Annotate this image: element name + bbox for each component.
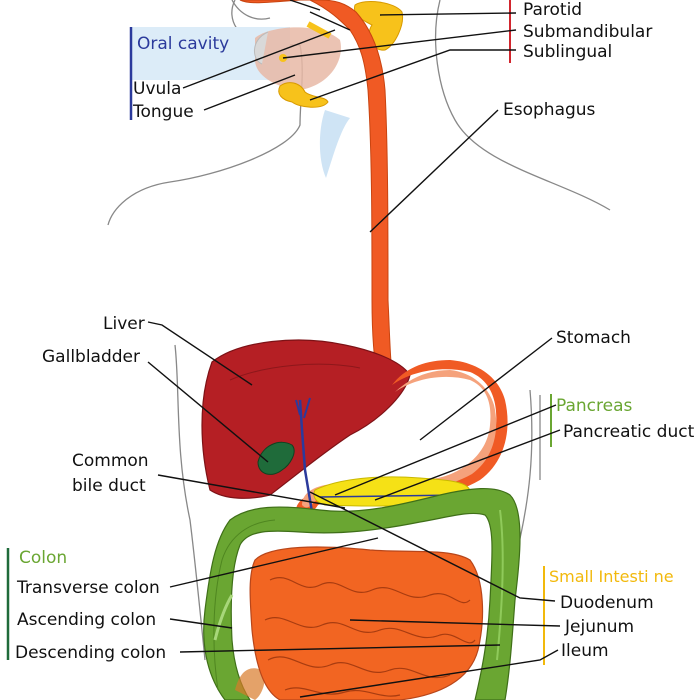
label-jejunum: Jejunum <box>564 617 634 637</box>
label-ileum: Ileum <box>561 641 609 661</box>
tongue-shape <box>255 27 341 91</box>
small-intestine-fold-2 <box>264 617 476 644</box>
leader-top <box>289 0 321 11</box>
label-sublingual: Sublingual <box>523 42 612 62</box>
small-intestine-fold-3 <box>267 656 451 679</box>
small-intestine-fold-1 <box>269 577 471 604</box>
colon-highlight-left <box>213 594 234 641</box>
leader-uvula <box>182 29 336 89</box>
body-outline-shoulder-right <box>435 0 611 211</box>
gallbladder-shape <box>257 441 295 475</box>
pharynx-shape <box>319 110 350 178</box>
leader-submandibular <box>282 29 517 59</box>
leader-ascending-colon <box>169 618 233 629</box>
label-common-bile-duct-line2: bile duct <box>72 476 146 496</box>
label-stomach: Stomach <box>556 328 631 348</box>
small-intestine-shape <box>249 546 484 700</box>
label-esophagus: Esophagus <box>503 100 596 120</box>
leader-esophagus <box>369 109 499 233</box>
label-common-bile-duct-line1: Common <box>72 451 149 471</box>
parotid-gland <box>353 1 404 51</box>
label-uvula: Uvula <box>133 79 181 99</box>
leader-throat <box>309 11 351 31</box>
label-liver: Liver <box>103 314 145 334</box>
label-gallbladder: Gallbladder <box>42 347 140 367</box>
leader-gallbladder <box>147 361 269 463</box>
liver-shape <box>201 339 411 499</box>
label-transverse-colon: Transverse colon <box>16 578 160 598</box>
colon-haustra-left <box>213 519 276 691</box>
label-small-intestine: Small Intesti ne <box>549 567 674 586</box>
leader-pancreatic-duct <box>374 429 561 501</box>
label-tongue: Tongue <box>132 102 194 122</box>
label-oral-cavity: Oral cavity <box>137 34 229 54</box>
body-outline-torso-left <box>174 344 206 661</box>
leader-descending-colon <box>179 644 501 653</box>
label-parotid: Parotid <box>523 0 582 20</box>
leader-jejunum <box>349 619 561 627</box>
leader-common-bile-duct <box>157 474 346 509</box>
bile-duct-shape <box>298 399 314 513</box>
hepatic-ducts-shape <box>295 397 311 419</box>
label-colon: Colon <box>19 548 67 568</box>
label-pancreatic-duct: Pancreatic duct <box>563 422 695 442</box>
liver-detail <box>229 363 361 381</box>
leader-duodenum <box>309 491 556 602</box>
label-pancreas: Pancreas <box>556 396 633 416</box>
label-descending-colon: Descending colon <box>15 643 166 663</box>
teeth-shape <box>254 31 269 65</box>
cecum-shape <box>235 668 265 700</box>
leader-tongue <box>203 74 296 111</box>
leader-pancreas <box>334 404 557 496</box>
label-ascending-colon: Ascending colon <box>17 610 156 630</box>
label-duodenum: Duodenum <box>560 593 654 613</box>
nose-outline <box>231 0 271 20</box>
small-intestine-fold-4 <box>284 687 401 697</box>
colon-highlight-right <box>496 509 504 661</box>
sublingual-gland <box>278 82 329 108</box>
leader-parotid <box>379 12 517 16</box>
label-submandibular: Submandibular <box>523 22 652 42</box>
leader-liver <box>147 321 253 386</box>
leader-transverse-colon <box>169 537 379 588</box>
leader-sublingual <box>309 49 516 101</box>
leader-stomach <box>419 337 553 441</box>
leader-ileum <box>299 649 559 698</box>
